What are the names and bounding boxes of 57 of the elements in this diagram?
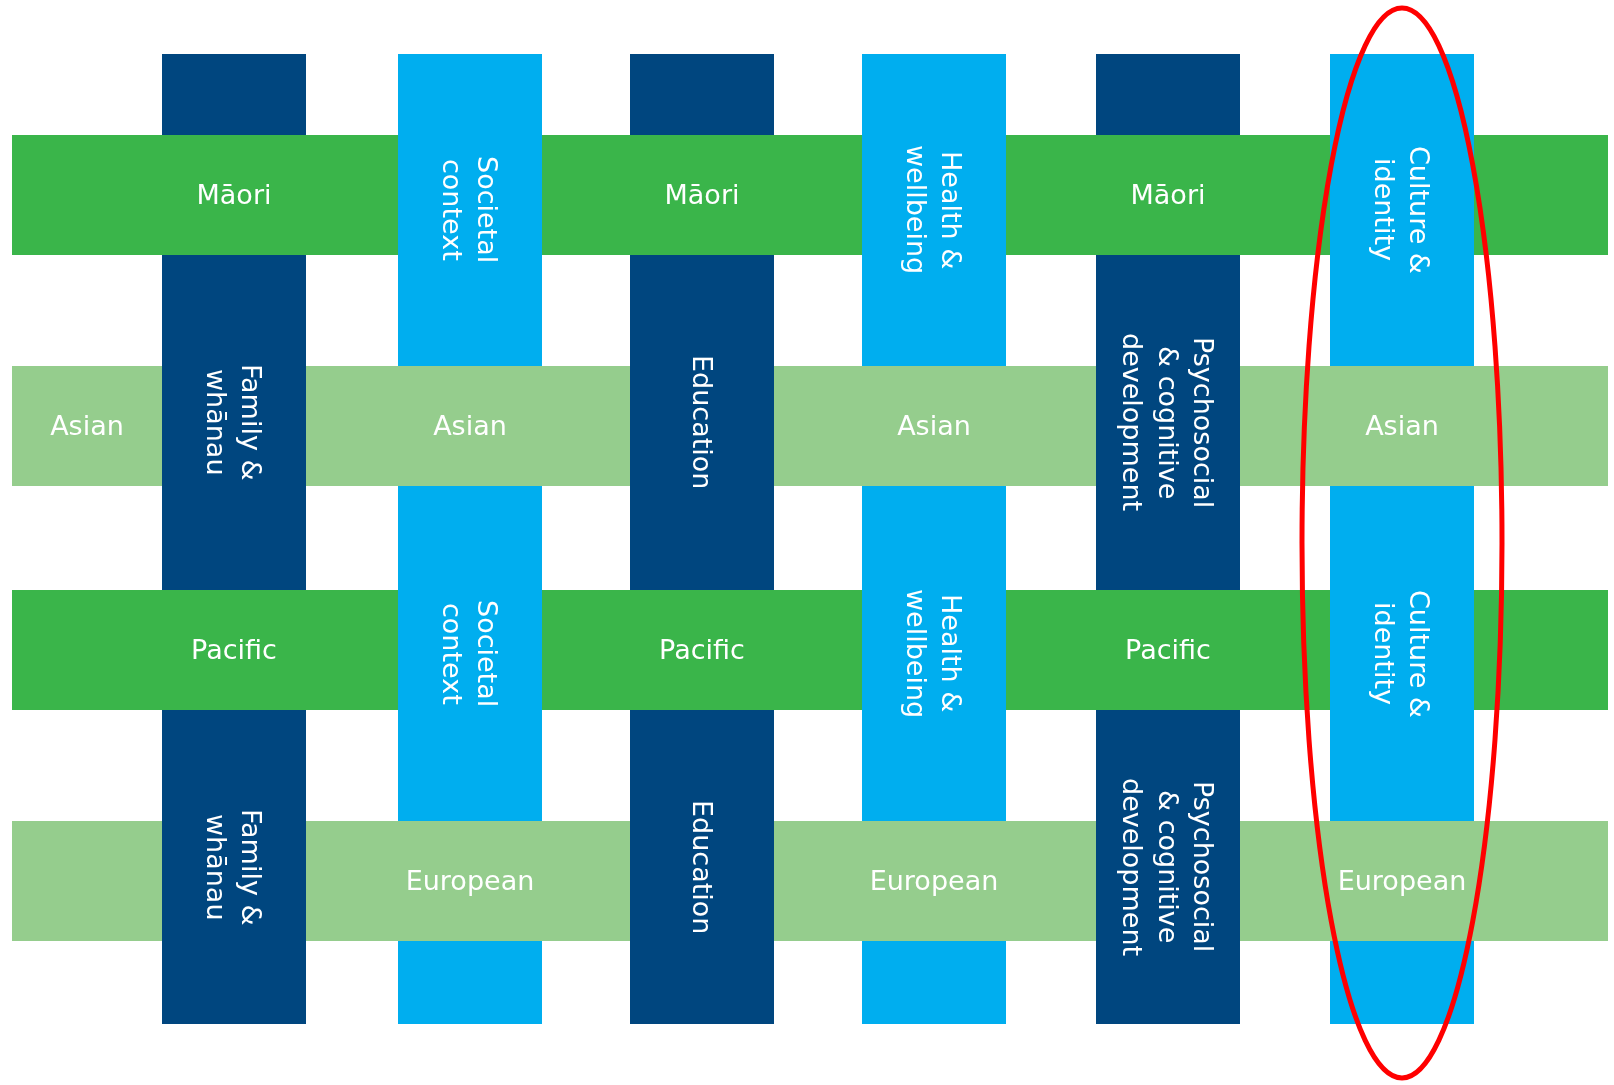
band-label: Health & wellbeing bbox=[900, 588, 969, 719]
band-label: Societal context bbox=[436, 155, 505, 266]
band-label: Culture & identity bbox=[1368, 588, 1437, 719]
column-segment bbox=[1096, 54, 1240, 135]
band-segment bbox=[542, 135, 862, 255]
band-segment bbox=[12, 821, 162, 941]
column-segment bbox=[630, 54, 774, 135]
column-segment bbox=[862, 54, 1006, 366]
band-label: Education bbox=[685, 798, 719, 937]
column-segment bbox=[162, 255, 306, 590]
band-label: European bbox=[1337, 865, 1467, 897]
band-label: Societal context bbox=[436, 598, 505, 710]
band-label: Psychosocial & cognitive development bbox=[1116, 776, 1220, 959]
band-label: Health & wellbeing bbox=[900, 145, 969, 275]
highlight-ellipse bbox=[1299, 5, 1505, 1081]
band-segment bbox=[1240, 821, 1608, 941]
band-label: Education bbox=[685, 354, 719, 492]
band-segment bbox=[306, 821, 630, 941]
band-label: European bbox=[405, 865, 535, 897]
band-segment bbox=[1006, 590, 1330, 710]
band-label: Asian bbox=[897, 410, 971, 442]
band-label: Family & whānau bbox=[200, 363, 269, 483]
band-label: Māori bbox=[1130, 179, 1206, 211]
band-label: Māori bbox=[664, 179, 740, 211]
band-segment bbox=[306, 366, 630, 486]
band-label: Asian bbox=[433, 410, 507, 442]
column-segment bbox=[162, 710, 306, 1024]
column-segment bbox=[398, 54, 542, 366]
column-segment bbox=[862, 941, 1006, 1024]
column-segment bbox=[630, 710, 774, 1024]
band-segment bbox=[1240, 366, 1608, 486]
band-label: Pacific bbox=[1125, 634, 1211, 666]
band-label: Asian bbox=[50, 410, 124, 442]
band-label: Psychosocial & cognitive development bbox=[1116, 332, 1220, 514]
column-segment bbox=[630, 255, 774, 590]
band-segment bbox=[12, 366, 162, 486]
band-segment bbox=[542, 590, 862, 710]
band-segment bbox=[1474, 135, 1608, 255]
column-segment bbox=[1096, 255, 1240, 590]
column-segment bbox=[398, 941, 542, 1024]
band-segment bbox=[774, 366, 1096, 486]
band-segment bbox=[12, 135, 398, 255]
column-segment bbox=[1096, 710, 1240, 1024]
column-segment bbox=[862, 486, 1006, 821]
column-segment bbox=[398, 486, 542, 821]
band-segment bbox=[1474, 590, 1608, 710]
band-label: Pacific bbox=[659, 634, 745, 666]
band-label: Asian bbox=[1365, 410, 1439, 442]
band-label: European bbox=[869, 865, 999, 897]
band-segment bbox=[12, 590, 398, 710]
band-segment bbox=[774, 821, 1096, 941]
band-label: Māori bbox=[196, 179, 272, 211]
band-label: Culture & identity bbox=[1368, 145, 1437, 275]
band-label: Pacific bbox=[191, 634, 277, 666]
column-segment bbox=[162, 54, 306, 135]
band-segment bbox=[1006, 135, 1330, 255]
band-label: Family & whānau bbox=[200, 807, 269, 928]
